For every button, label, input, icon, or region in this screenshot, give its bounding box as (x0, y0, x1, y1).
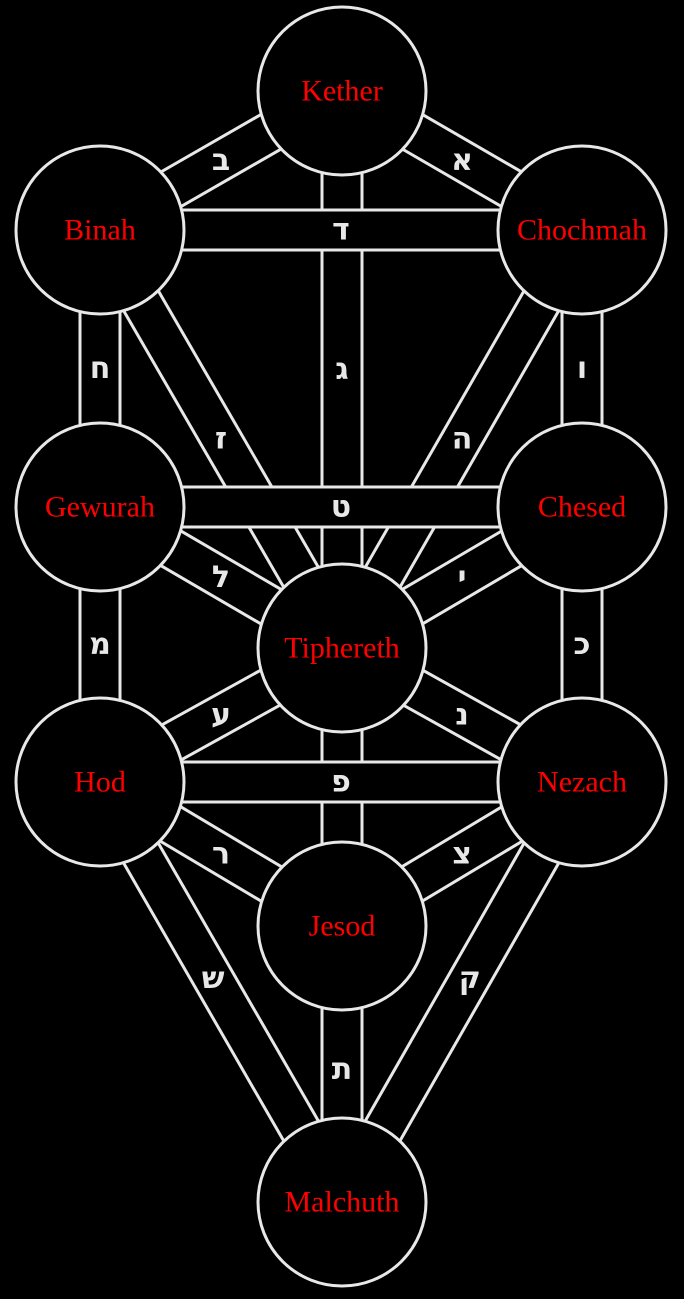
sephira-chesed: Chesed (496, 421, 668, 593)
path-band (82, 772, 360, 1212)
path-band (82, 219, 360, 659)
sephira-hod: Hod (14, 696, 186, 868)
sephira-label: Binah (64, 214, 136, 247)
path-letter: י (458, 560, 467, 595)
path-letter: ק (459, 961, 481, 996)
path-letter: ג (335, 352, 348, 387)
sephira-circle (496, 696, 668, 868)
sephira-binah: Binah (14, 144, 186, 316)
sephira-circle (14, 421, 186, 593)
sephira-tiphereth: Tiphereth (256, 562, 428, 734)
sephira-circle (496, 144, 668, 316)
path-letter: פ (331, 765, 351, 800)
sephira-label: Chochmah (517, 214, 647, 247)
path-letter: ז (215, 422, 227, 457)
sephira-circle (256, 562, 428, 734)
path-letter: ש (202, 961, 225, 996)
sephira-label: Nezach (537, 766, 627, 799)
sephira-label: Chesed (538, 491, 626, 524)
path-letter: ע (211, 698, 231, 733)
path-letter: ר (212, 837, 230, 872)
sephira-label: Malchuth (285, 1186, 400, 1219)
sephira-circle (14, 696, 186, 868)
sephira-circle (496, 421, 668, 593)
sephira-label: Kether (301, 75, 383, 108)
path-letter: צ (452, 837, 472, 872)
path-letter: ת (332, 1052, 353, 1087)
sephira-chochmah: Chochmah (496, 144, 668, 316)
sephira-label: Gewurah (45, 491, 155, 524)
path-letter: כ (574, 627, 591, 662)
sephira-circle (256, 1116, 428, 1288)
sephira-label: Jesod (309, 910, 376, 943)
path-letter: ו (577, 351, 587, 386)
path-band (324, 772, 600, 1212)
path-band (100, 487, 582, 527)
path-letter: מ (89, 627, 111, 662)
path-letter: ח (90, 351, 111, 386)
path-letter: א (451, 143, 473, 178)
sephira-kether: Kether (256, 5, 428, 177)
sephira-label: Tiphereth (284, 632, 400, 665)
sephira-label: Hod (74, 766, 126, 799)
sephira-circle (256, 5, 428, 177)
sephira-jesod: Jesod (256, 840, 428, 1012)
path-band (100, 210, 582, 250)
sephira-circle (14, 144, 186, 316)
sephira-gewurah: Gewurah (14, 421, 186, 593)
path-band (324, 220, 600, 658)
sephira-nezach: Nezach (496, 696, 668, 868)
path-letter: ה (452, 422, 473, 457)
sephira-malchuth: Malchuth (256, 1116, 428, 1288)
path-letter: ד (332, 213, 350, 248)
path-letter: נ (455, 698, 469, 733)
path-letter: ט (331, 490, 351, 525)
path-letter: ל (212, 560, 230, 595)
sephira-circle (256, 840, 428, 1012)
path-letter: ב (212, 143, 230, 178)
path-band (100, 762, 582, 802)
